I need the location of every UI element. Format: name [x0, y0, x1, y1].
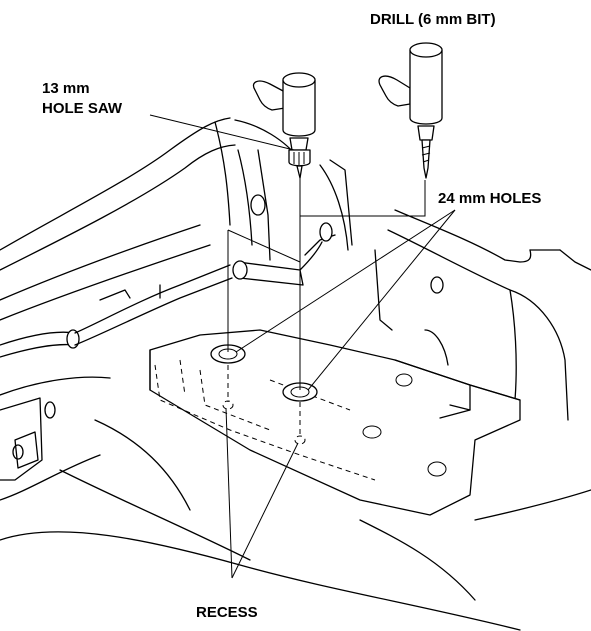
drill-tool	[378, 42, 443, 179]
panel-hole	[395, 373, 413, 387]
panel-hole	[362, 425, 382, 439]
leader-lines	[149, 114, 456, 579]
hole-saw-label-name: HOLE SAW	[42, 100, 123, 117]
guide-lines	[227, 178, 426, 438]
hole-24mm-left	[210, 344, 246, 364]
panel-hole	[427, 461, 447, 477]
holes-label: 24 mm HOLES	[438, 190, 542, 207]
drill-label: DRILL (6 mm BIT)	[370, 11, 496, 28]
recess-label: RECESS	[196, 604, 258, 621]
hole-saw-tool	[252, 72, 316, 179]
recess-right	[294, 435, 306, 445]
floor-panel	[149, 329, 521, 516]
hole-saw-label-size: 13 mm	[42, 80, 90, 97]
